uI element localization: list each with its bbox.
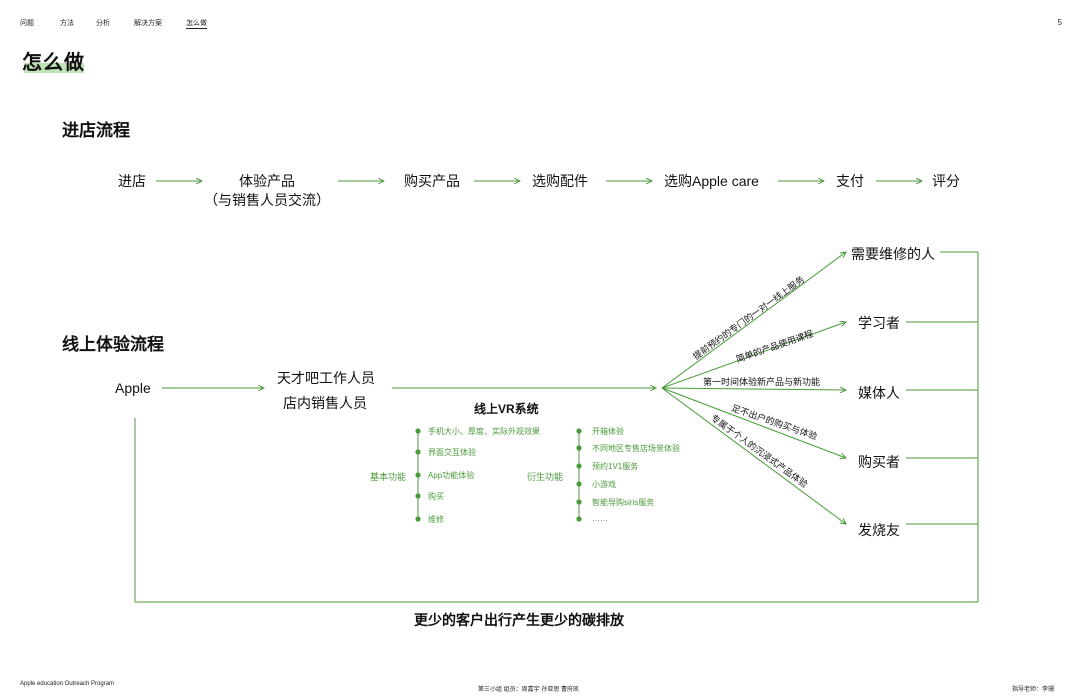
branch-line-2 — [661, 322, 846, 389]
store-step-rate: 评分 — [932, 173, 960, 189]
derived-item-1: 开箱体验 — [592, 427, 624, 436]
staff-genius-bar: 天才吧工作人员 — [277, 370, 375, 386]
persona-buyer: 购买者 — [858, 454, 900, 470]
vr-system-title: 线上VR系统 — [474, 402, 539, 416]
basic-item-2: 界面交互体验 — [428, 448, 476, 457]
page-title-block: 怎么做 — [22, 46, 85, 75]
staff-sales: 店内销售人员 — [283, 395, 367, 411]
apple-node: Apple — [115, 380, 151, 396]
store-step-applecare: 选购Apple care — [664, 173, 759, 189]
persona-enthusiast: 发烧友 — [858, 522, 900, 538]
carbon-reduction-text: 更少的客户出行产生更少的碳排放 — [414, 612, 624, 628]
title-highlight — [24, 63, 84, 73]
nav-item-how-to[interactable]: 怎么做 — [186, 20, 207, 29]
branch-line-3 — [661, 388, 846, 390]
store-flow-title: 进店流程 — [62, 121, 130, 140]
branch-label-3: 第一时间体验新产品与新功能 — [703, 377, 821, 387]
persona-learner: 学习者 — [858, 315, 900, 331]
store-step-experience: 体验产品 （与销售人员交流） — [204, 173, 330, 208]
persona-repair: 需要维修的人 — [851, 246, 935, 262]
basic-item-4: 购买 — [428, 492, 444, 501]
branch-line-4 — [661, 387, 846, 458]
footer-group: 第三小组 组员：周嘉宇 孙亚思 曹府凯 — [478, 687, 580, 693]
derived-item-4: 小游戏 — [592, 480, 616, 489]
basic-item-5: 维修 — [428, 515, 444, 524]
basic-item-3: App功能体验 — [428, 471, 475, 480]
nav-item-analysis[interactable]: 分析 — [96, 20, 110, 27]
store-step-pay: 支付 — [836, 173, 864, 189]
derived-item-5: 智能导购siris服务 — [592, 498, 655, 507]
footer-advisor: 指导老师：李珊 — [1012, 687, 1055, 693]
nav-item-method[interactable]: 方法 — [60, 20, 74, 27]
page-title: 怎么做 — [22, 52, 85, 74]
nav-item-problem[interactable]: 问题 — [20, 20, 34, 27]
basic-functions-label: 基本功能 — [370, 472, 407, 482]
store-step-enter: 进店 — [118, 173, 146, 189]
nav-item-solution[interactable]: 解决方案 — [134, 20, 162, 27]
derived-item-2: 不同地区专售店场景体验 — [592, 444, 680, 453]
branch-line-1 — [661, 252, 846, 389]
branch-line-5 — [661, 387, 846, 524]
page-number: 5 — [1057, 18, 1062, 27]
derived-item-6: …… — [592, 514, 608, 523]
online-flow-title: 线上体验流程 — [62, 335, 164, 354]
derived-item-3: 预约1V1服务 — [592, 462, 639, 471]
store-step-buy: 购买产品 — [404, 173, 460, 189]
footer-program: Apple education Outreach Program — [20, 681, 115, 687]
basic-item-1: 手机大小、厚度、实际外观效果 — [428, 427, 540, 436]
store-step-accessories: 选购配件 — [532, 173, 588, 189]
persona-media: 媒体人 — [858, 385, 900, 401]
derived-functions-label: 衍生功能 — [527, 472, 564, 482]
